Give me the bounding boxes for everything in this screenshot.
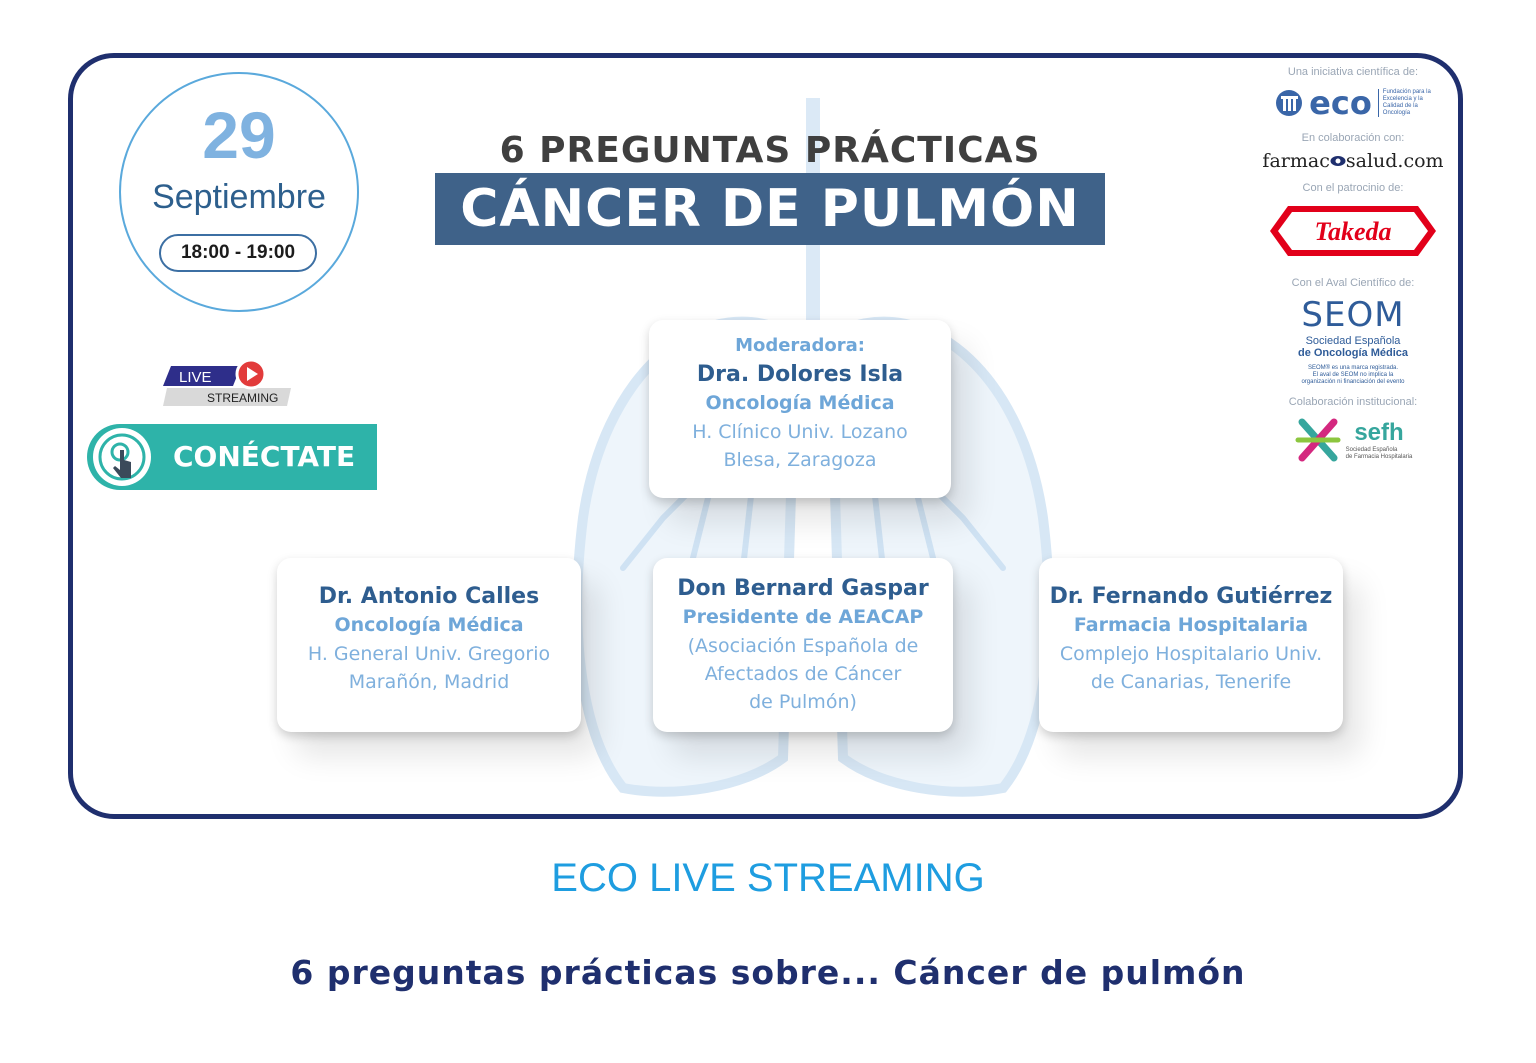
seom-note: SEOM® es una marca registrada. El aval d… (1253, 365, 1453, 386)
sefh-emblem-icon (1295, 418, 1341, 462)
speaker-place-1: Complejo Hospitalario Univ. (1059, 643, 1323, 665)
speaker-name: Dr. Fernando Gutiérrez (1049, 584, 1333, 609)
moderator-name: Dra. Dolores Isla (696, 362, 904, 387)
caption-heading: ECO LIVE STREAMING (551, 856, 985, 900)
sefh-desc-line: Sociedad Española (1345, 447, 1398, 453)
seom-wordmark: SEOM (1301, 295, 1405, 335)
eco-description: Fundación para la Excelencia y la Calida… (1377, 89, 1431, 117)
event-time: 18:00 - 19:00 (159, 234, 317, 272)
seom-note-line: El aval de SEOM no implica la (1312, 372, 1394, 378)
aval-caption: Con el Aval Científico de: (1291, 277, 1415, 289)
speaker-name: Dr. Antonio Calles (318, 584, 540, 609)
speaker-place-3: de Pulmón) (749, 691, 857, 713)
eco-desc-line: Oncología (1382, 110, 1411, 116)
eye-icon (1330, 156, 1346, 166)
speaker-place-1: (Asociación Española de (687, 635, 919, 657)
collab-caption: En colaboración con: (1301, 132, 1405, 144)
eco-wordmark: eco (1309, 84, 1372, 122)
seom-subtitle-1: Sociedad Española (1305, 335, 1401, 347)
connect-button[interactable]: CONÉCTATE (87, 424, 377, 490)
sefh-logo: sefh Sociedad Española de Farmacia Hospi… (1253, 416, 1453, 464)
speaker-specialty: Farmacia Hospitalaria (1073, 614, 1309, 636)
takeda-wordmark: Takeda (1314, 217, 1391, 246)
speaker-specialty: Presidente de AEACAP (682, 606, 924, 628)
event-date-badge: 29 Septiembre 18:00 - 19:00 (119, 72, 359, 312)
speaker-specialty: Oncología Médica (334, 614, 524, 636)
farmaco-left: farmac (1262, 150, 1330, 172)
speaker-place-2: Marañón, Madrid (348, 671, 510, 693)
event-day: 29 (202, 98, 276, 172)
speaker-name: Don Bernard Gaspar (677, 576, 929, 601)
sefh-desc-line: de Farmacia Hospitalaria (1345, 454, 1413, 460)
moderator-place-2: Blesa, Zaragoza (723, 449, 877, 471)
moderator-specialty: Oncología Médica (705, 392, 895, 414)
poster-title-banner: CÁNCER DE PULMÓN (435, 173, 1105, 245)
event-month: Septiembre (152, 178, 326, 216)
eco-desc-line: Fundación para la (1382, 89, 1431, 95)
speaker-card: Dr. Fernando Gutiérrez Farmacia Hospital… (1039, 558, 1343, 732)
initiative-caption: Una iniciativa científica de: (1287, 66, 1419, 78)
speaker-place-1: H. General Univ. Gregorio (307, 643, 551, 665)
streaming-text: STREAMING (207, 391, 278, 405)
sefh-wordmark: sefh (1354, 419, 1404, 446)
event-poster: 29 Septiembre 18:00 - 19:00 6 PREGUNTAS … (68, 53, 1463, 819)
touch-icon (93, 428, 151, 486)
live-streaming-icon: LIVE STREAMING (163, 358, 291, 406)
poster-title-main: CÁNCER DE PULMÓN (460, 179, 1080, 239)
eco-desc-line: Excelencia y la (1382, 96, 1423, 102)
speaker-card: Don Bernard Gaspar Presidente de AEACAP … (653, 558, 953, 732)
caption-subheading: 6 preguntas prácticas sobre... Cáncer de… (290, 953, 1246, 992)
takeda-logo: Takeda (1270, 206, 1436, 256)
sponsors-column: Una iniciativa científica de: eco Fundac… (1253, 66, 1453, 464)
institutional-caption: Colaboración institucional: (1288, 396, 1418, 408)
seom-subtitle-2: de Oncología Médica (1297, 347, 1409, 359)
live-text: LIVE (179, 369, 212, 386)
seom-note-line: organización ni financiación del evento (1301, 379, 1405, 385)
farmacosalud-logo: farmac salud.com (1253, 150, 1453, 172)
speaker-card: Dr. Antonio Calles Oncología Médica H. G… (277, 558, 581, 732)
speaker-place-2: de Canarias, Tenerife (1090, 671, 1292, 693)
moderator-role: Moderadora: (735, 335, 865, 356)
seom-note-line: SEOM® es una marca registrada. (1307, 365, 1399, 371)
farmaco-right: salud.com (1345, 150, 1444, 172)
eco-desc-line: Calidad de la (1382, 103, 1418, 109)
moderator-card: Moderadora: Dra. Dolores Isla Oncología … (649, 320, 951, 498)
speaker-place-2: Afectados de Cáncer (704, 663, 902, 685)
moderator-place-1: H. Clínico Univ. Lozano (692, 421, 908, 443)
eco-logo: eco Fundación para la Excelencia y la Ca… (1253, 84, 1453, 122)
eco-emblem-icon (1276, 90, 1303, 116)
connect-label: CONÉCTATE (173, 440, 356, 473)
sponsor-caption: Con el patrocinio de: (1302, 182, 1404, 194)
sefh-description: Sociedad Española de Farmacia Hospitalar… (1346, 447, 1413, 461)
